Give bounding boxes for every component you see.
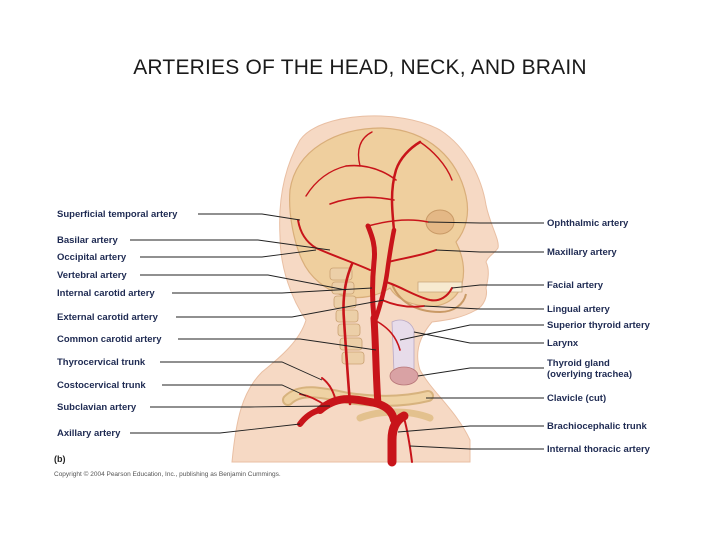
right-leader-lines xyxy=(397,221,544,450)
teeth xyxy=(417,281,463,293)
mandible xyxy=(391,283,467,314)
label-thyrocervical-trunk: Thyrocervical trunk xyxy=(57,357,146,368)
label-larynx: Larynx xyxy=(547,338,579,349)
label-basilar-artery: Basilar artery xyxy=(57,235,118,246)
label-thyroid-gland: Thyroid gland xyxy=(547,358,610,369)
panel-label: (b) xyxy=(54,454,66,464)
label-facial-artery: Facial artery xyxy=(547,280,604,291)
right-labels: Ophthalmic artery Maxillary artery Facia… xyxy=(547,218,651,455)
label-subclavian-artery: Subclavian artery xyxy=(57,402,137,413)
label-brachiocephalic-trunk: Brachiocephalic trunk xyxy=(547,421,647,432)
label-internal-thoracic-artery: Internal thoracic artery xyxy=(547,444,651,455)
label-lingual-artery: Lingual artery xyxy=(547,304,611,315)
arteries xyxy=(297,131,453,467)
label-vertebral-artery: Vertebral artery xyxy=(57,270,127,281)
copyright-text: Copyright © 2004 Pearson Education, Inc.… xyxy=(54,470,281,478)
label-costocervical-trunk: Costocervical trunk xyxy=(57,380,146,391)
left-leader-lines xyxy=(130,213,385,434)
page-title: ARTERIES OF THE HEAD, NECK, AND BRAIN xyxy=(133,56,587,79)
left-labels: Superficial temporal artery Basilar arte… xyxy=(57,209,178,439)
label-maxillary-artery: Maxillary artery xyxy=(547,247,617,258)
label-external-carotid-artery: External carotid artery xyxy=(57,312,159,323)
thyroid-gland xyxy=(389,366,419,386)
label-occipital-artery: Occipital artery xyxy=(57,252,127,263)
label-internal-carotid-artery: Internal carotid artery xyxy=(57,288,155,299)
label-superior-thyroid-artery: Superior thyroid artery xyxy=(547,320,651,331)
label-superficial-temporal-artery: Superficial temporal artery xyxy=(57,209,178,220)
label-overlying-trachea: (overlying trachea) xyxy=(547,369,632,380)
label-axillary-artery: Axillary artery xyxy=(57,428,121,439)
label-ophthalmic-artery: Ophthalmic artery xyxy=(547,218,629,229)
label-common-carotid-artery: Common carotid artery xyxy=(57,334,162,345)
label-clavicle-cut: Clavicle (cut) xyxy=(547,393,606,404)
